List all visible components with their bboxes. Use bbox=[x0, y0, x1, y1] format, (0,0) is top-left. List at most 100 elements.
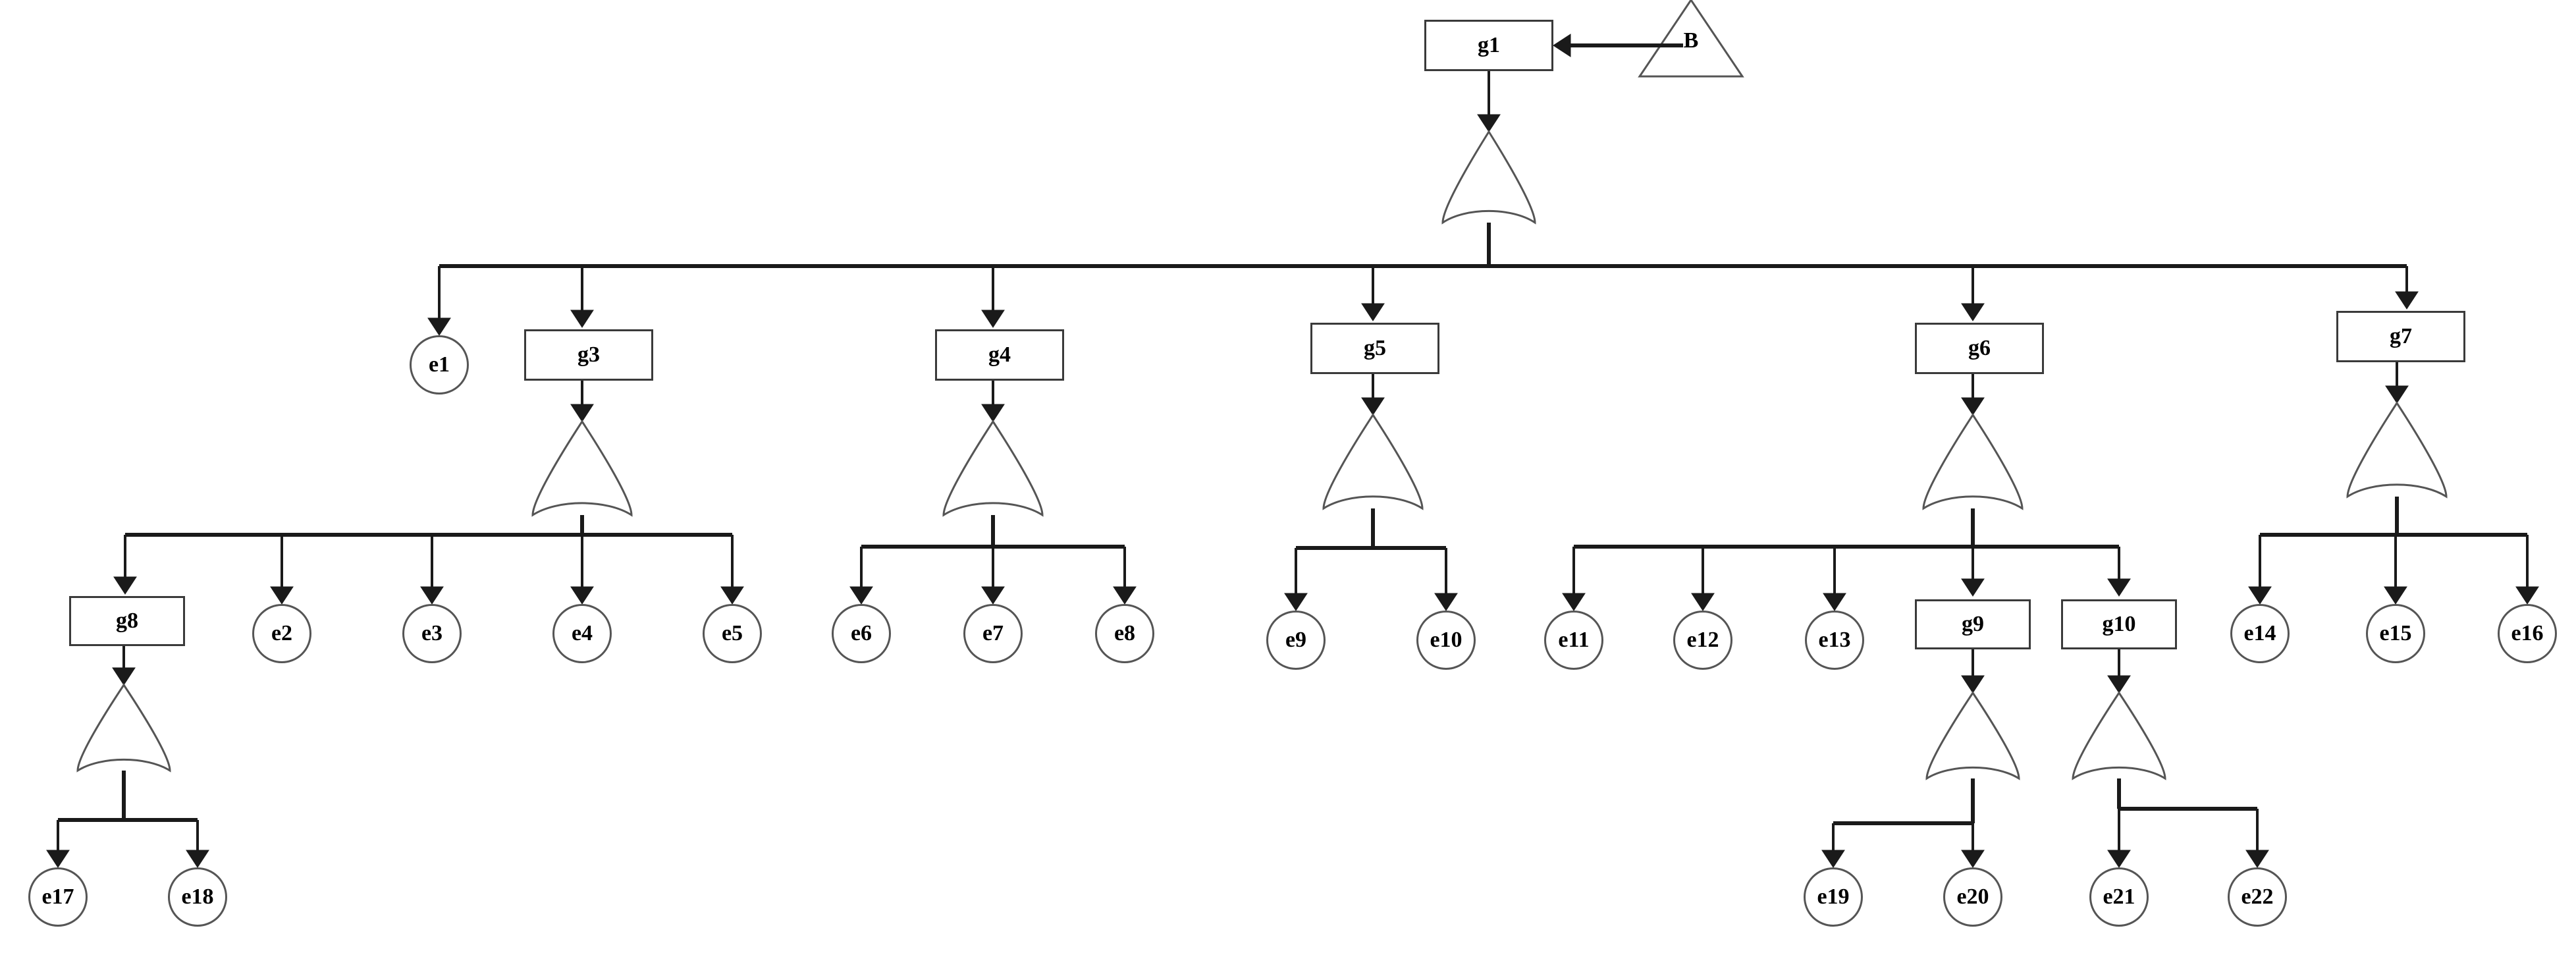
bus-g3-drop-arrow-2 bbox=[420, 586, 444, 605]
gate-label: g5 bbox=[1364, 336, 1386, 360]
basic-event-label: e22 bbox=[2241, 885, 2274, 909]
transfer-in-label: B bbox=[1683, 28, 1699, 53]
basic-event-label: e16 bbox=[2511, 621, 2544, 645]
basic-event-e9[interactable]: e9 bbox=[1266, 611, 1326, 670]
basic-event-e2[interactable]: e2 bbox=[252, 604, 311, 663]
gate-symbol-arrow-g6 bbox=[1961, 397, 1985, 416]
basic-event-label: e21 bbox=[2103, 885, 2135, 909]
transfer-in-triangle[interactable] bbox=[1638, 0, 1744, 78]
basic-event-e6[interactable]: e6 bbox=[832, 604, 891, 663]
gate-box-g4[interactable]: g4 bbox=[935, 329, 1064, 381]
or-gate-symbol-g8[interactable] bbox=[76, 683, 171, 773]
basic-event-e10[interactable]: e10 bbox=[1416, 611, 1476, 670]
gate-symbol-arrow-g8 bbox=[112, 667, 136, 686]
gate-box-g1[interactable]: g1 bbox=[1424, 20, 1553, 71]
basic-event-label: e17 bbox=[41, 885, 74, 909]
gate-label: g3 bbox=[577, 342, 600, 367]
basic-event-e7[interactable]: e7 bbox=[963, 604, 1023, 663]
basic-event-label: e10 bbox=[1430, 628, 1462, 652]
or-gate-symbol-g1[interactable] bbox=[1441, 130, 1536, 225]
basic-event-e18[interactable]: e18 bbox=[168, 867, 227, 927]
bus-g3-drop-arrow-1 bbox=[270, 586, 294, 605]
bus-g1-drop-arrow-2 bbox=[981, 310, 1005, 328]
basic-event-label: e5 bbox=[721, 621, 743, 645]
or-gate-symbol-g4[interactable] bbox=[942, 420, 1044, 517]
basic-event-e14[interactable]: e14 bbox=[2230, 604, 2290, 663]
gate-symbol-arrow-g10 bbox=[2107, 675, 2131, 694]
basic-event-e17[interactable]: e17 bbox=[28, 867, 88, 927]
basic-event-e19[interactable]: e19 bbox=[1804, 867, 1863, 927]
gate-box-g6[interactable]: g6 bbox=[1915, 323, 2044, 374]
or-gate-symbol-g9[interactable] bbox=[1925, 691, 2020, 780]
basic-event-label: e11 bbox=[1558, 628, 1590, 652]
basic-event-e13[interactable]: e13 bbox=[1805, 611, 1864, 670]
basic-event-e1[interactable]: e1 bbox=[410, 335, 469, 395]
bus-g1-drop-arrow-5 bbox=[2395, 291, 2419, 310]
bus-g8-drop-arrow-1 bbox=[186, 850, 209, 868]
basic-event-e4[interactable]: e4 bbox=[552, 604, 612, 663]
gate-label: g4 bbox=[988, 342, 1011, 367]
gate-box-g8[interactable]: g8 bbox=[69, 596, 185, 646]
basic-event-label: e7 bbox=[982, 621, 1004, 645]
gate-label: g8 bbox=[116, 609, 138, 633]
bus-g1-drop-arrow-4 bbox=[1961, 303, 1985, 321]
gate-label: g1 bbox=[1478, 33, 1500, 57]
bus-g9-drop-arrow-0 bbox=[1821, 850, 1845, 868]
bus-g5-drop-arrow-1 bbox=[1434, 593, 1458, 611]
basic-event-label: e14 bbox=[2243, 621, 2276, 645]
basic-event-label: e19 bbox=[1817, 885, 1850, 909]
or-gate-symbol-g10[interactable] bbox=[2072, 691, 2166, 780]
gate-box-g9[interactable]: g9 bbox=[1915, 599, 2031, 649]
basic-event-e5[interactable]: e5 bbox=[703, 604, 762, 663]
basic-event-label: e4 bbox=[571, 621, 593, 645]
basic-event-e20[interactable]: e20 bbox=[1943, 867, 2002, 927]
bus-g4-drop-arrow-0 bbox=[849, 586, 873, 605]
bus-g10-drop-arrow-1 bbox=[2245, 850, 2269, 868]
basic-event-e12[interactable]: e12 bbox=[1673, 611, 1732, 670]
gate-symbol-arrow-g7 bbox=[2385, 385, 2409, 404]
gate-symbol-arrow-g4 bbox=[981, 404, 1005, 422]
basic-event-e22[interactable]: e22 bbox=[2228, 867, 2287, 927]
bus-g1-drop-arrow-0 bbox=[427, 317, 451, 336]
gate-label: g6 bbox=[1968, 336, 1991, 360]
basic-event-label: e6 bbox=[850, 621, 872, 645]
bus-g4-drop-arrow-2 bbox=[1113, 586, 1137, 605]
basic-event-label: e20 bbox=[1956, 885, 1989, 909]
gate-box-g5[interactable]: g5 bbox=[1310, 323, 1439, 374]
basic-event-label: e1 bbox=[428, 352, 450, 377]
basic-event-label: e12 bbox=[1686, 628, 1719, 652]
or-gate-symbol-g5[interactable] bbox=[1322, 413, 1424, 510]
bus-g9-drop-arrow-1 bbox=[1961, 850, 1985, 868]
basic-event-e21[interactable]: e21 bbox=[2089, 867, 2149, 927]
basic-event-e3[interactable]: e3 bbox=[402, 604, 462, 663]
basic-event-label: e2 bbox=[271, 621, 293, 645]
gate-box-g7[interactable]: g7 bbox=[2336, 311, 2465, 362]
gate-label: g7 bbox=[2390, 324, 2412, 348]
gate-box-g10[interactable]: g10 bbox=[2061, 599, 2177, 649]
gate-symbol-arrow-g1 bbox=[1477, 114, 1501, 132]
basic-event-label: e18 bbox=[181, 885, 214, 909]
bus-g6-drop-arrow-3 bbox=[1961, 578, 1985, 597]
or-gate-symbol-g6[interactable] bbox=[1922, 413, 2024, 510]
basic-event-label: e15 bbox=[2379, 621, 2412, 645]
basic-event-e16[interactable]: e16 bbox=[2498, 604, 2557, 663]
or-gate-symbol-g7[interactable] bbox=[2346, 401, 2448, 499]
basic-event-e15[interactable]: e15 bbox=[2366, 604, 2425, 663]
bus-g1-drop-arrow-1 bbox=[570, 310, 594, 328]
gate-symbol-arrow-g5 bbox=[1361, 397, 1385, 416]
gate-label: g10 bbox=[2102, 612, 2136, 636]
bus-g7-drop-arrow-2 bbox=[2515, 586, 2539, 605]
bus-g6-drop-arrow-4 bbox=[2107, 578, 2131, 597]
basic-event-e8[interactable]: e8 bbox=[1095, 604, 1154, 663]
gate-box-g3[interactable]: g3 bbox=[524, 329, 653, 381]
basic-event-e11[interactable]: e11 bbox=[1544, 611, 1603, 670]
basic-event-label: e9 bbox=[1285, 628, 1307, 652]
bus-g3-drop-arrow-4 bbox=[720, 586, 744, 605]
bus-g8-drop-arrow-0 bbox=[46, 850, 70, 868]
bus-g6-drop-arrow-0 bbox=[1562, 593, 1586, 611]
gate-symbol-arrow-g9 bbox=[1961, 675, 1985, 694]
bus-g6-drop-arrow-1 bbox=[1691, 593, 1715, 611]
or-gate-symbol-g3[interactable] bbox=[531, 420, 633, 517]
